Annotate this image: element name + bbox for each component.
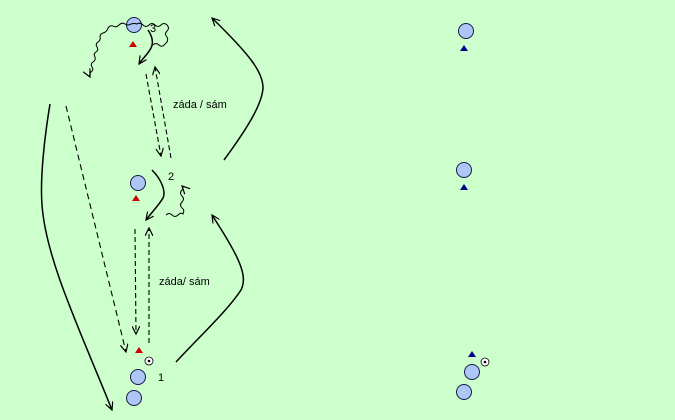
ball-icon-right <box>480 357 490 367</box>
pass-down-3-to-2 <box>145 73 161 156</box>
pass-down-2-to-1 <box>135 228 136 334</box>
dribble-player-2 <box>165 186 184 217</box>
run-check-player-2 <box>146 169 165 220</box>
run-right-lower <box>175 215 245 363</box>
player-2 <box>130 175 146 191</box>
dribble-player-3 <box>90 22 169 77</box>
annotation-zada-sam-bottom: záda/ sám <box>159 276 210 288</box>
cone-red-top <box>129 41 137 47</box>
cone-red-middle <box>132 195 140 201</box>
cone-red-bottom <box>135 347 143 353</box>
ball-icon <box>144 356 154 366</box>
run-left-return <box>40 103 112 410</box>
run-check-player-3 <box>139 29 154 64</box>
player-right-bottom <box>464 364 480 380</box>
player-right-middle <box>456 162 472 178</box>
player-right-top <box>458 23 474 39</box>
pass-long-diagonal <box>65 105 126 352</box>
player-2-label: 2 <box>168 171 174 183</box>
player-1-queue <box>126 390 142 406</box>
cone-blue-top <box>460 45 468 51</box>
cone-blue-middle <box>460 184 468 190</box>
player-3-label: 3 <box>150 23 156 35</box>
cone-blue-bottom <box>468 351 476 357</box>
player-right-bottom-queue <box>456 384 472 400</box>
player-1 <box>130 369 146 385</box>
run-right-upper <box>212 18 264 161</box>
player-1-label: 1 <box>158 372 164 384</box>
annotation-zada-sam-top: záda / sám <box>173 99 227 111</box>
pass-up-2-to-3 <box>155 67 172 159</box>
